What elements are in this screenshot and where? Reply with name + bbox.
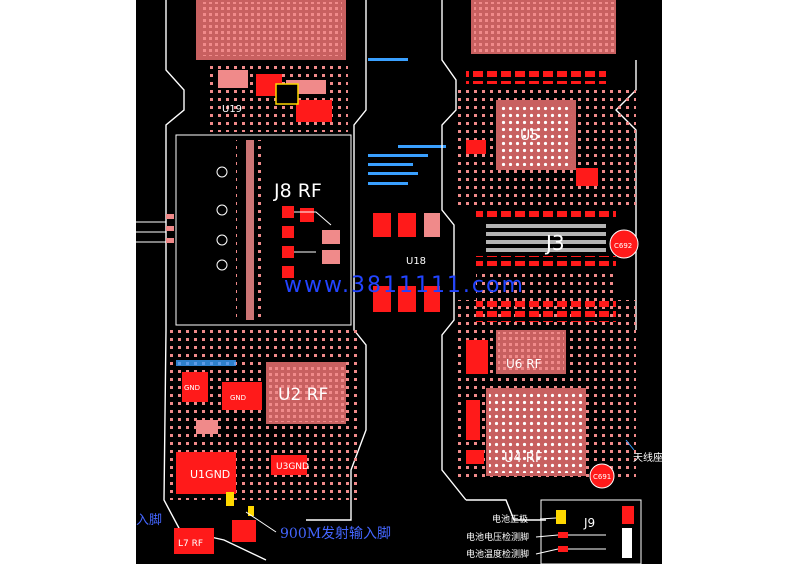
u3-gnd-label: U3GND — [276, 462, 309, 472]
u18-pads — [373, 213, 440, 312]
u6-rf-chip — [456, 300, 636, 380]
u18-label: U18 — [406, 256, 426, 267]
left-edge-pins — [136, 214, 174, 243]
annotation-battery-voltage: 电池电压检测脚 — [466, 531, 529, 543]
u2-rf-label: U2 RF — [278, 385, 328, 405]
annotation-antenna: 天线座 — [633, 451, 662, 464]
u5-chip — [456, 86, 636, 206]
j9-label: J9 — [583, 516, 595, 530]
bga-top-left — [196, 0, 348, 132]
annotation-battery-temp: 电池温度检测脚 — [466, 548, 529, 560]
leader-antenna — [625, 439, 635, 451]
gnd-label-b: GND — [230, 394, 246, 402]
pcb-diagram: U19 J8 RF — [136, 0, 662, 564]
u2-rf-chip — [166, 330, 361, 440]
u1-gnd-chip — [166, 420, 361, 516]
annotation-input: 入脚 — [136, 512, 162, 528]
u1-gnd-label: U1GND — [190, 468, 230, 481]
center-labels — [368, 58, 446, 185]
annotation-900m: 900M发射输入脚 — [280, 526, 391, 542]
l7-rf-block — [174, 520, 256, 554]
watermark-url: www.3811111.com — [284, 273, 525, 298]
annotation-battery-positive: 电池正极 — [492, 513, 528, 525]
c692-capacitor — [609, 229, 639, 259]
j3-connector — [476, 210, 616, 300]
j3-label: J3 — [544, 231, 565, 255]
c691-capacitor — [589, 463, 615, 489]
pcb-board: U19 J8 RF — [136, 0, 662, 564]
u4-rf-label: U4 RF — [504, 451, 542, 466]
j8-label: J8 RF — [273, 180, 322, 202]
u5-label: U5 — [520, 128, 539, 144]
j8-connector — [216, 140, 340, 320]
u19-label: U19 — [222, 104, 242, 115]
u4-rf-chip — [456, 380, 636, 480]
leader-900m — [245, 511, 277, 533]
gnd-label-a: GND — [184, 384, 200, 392]
battery-leaders — [535, 517, 559, 555]
bga-top-right — [466, 0, 616, 84]
c691-label: C691 — [593, 473, 611, 481]
c692-label: C692 — [614, 242, 632, 250]
l7-rf-label: L7 RF — [178, 539, 203, 549]
j9-battery-connector — [540, 499, 642, 564]
u6-rf-label: U6 RF — [506, 357, 542, 371]
